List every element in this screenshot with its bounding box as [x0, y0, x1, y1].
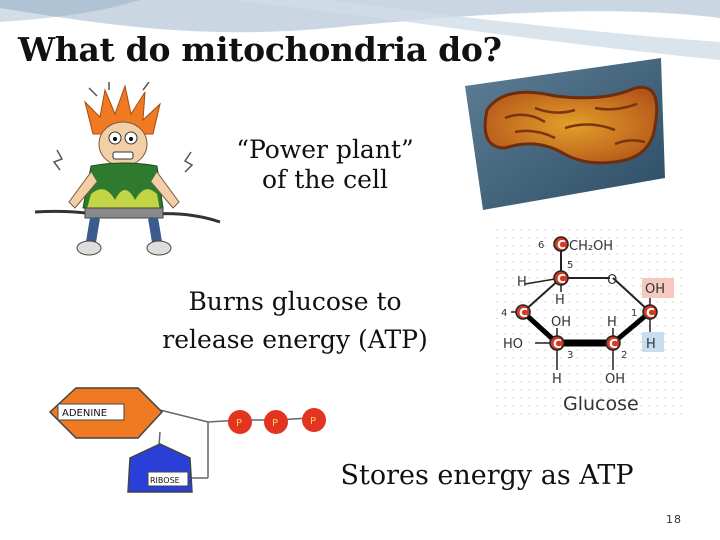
glucose-oh-c1: OH: [645, 282, 665, 297]
power-plant-text: “Power plant” of the cell: [225, 135, 425, 195]
glucose-oh-c2: OH: [605, 372, 625, 387]
glucose-ho-c3: HO: [503, 337, 523, 352]
glucose-c1: C: [646, 306, 655, 320]
adenine-label: ADENINE: [62, 408, 107, 419]
power-plant-line-1: “Power plant”: [236, 135, 414, 164]
phosphate-3: [302, 408, 326, 432]
mitochondrion-micrograph-image: [465, 58, 665, 210]
power-plant-line-2: of the cell: [262, 165, 388, 194]
page-number: 18: [666, 513, 682, 526]
glucose-num-5: 5: [567, 260, 573, 271]
glucose-num-4: 4: [501, 308, 507, 319]
phosphate-3-label: P: [310, 416, 316, 427]
glucose-num-2: 2: [621, 350, 627, 361]
glucose-c4: C: [519, 306, 528, 320]
glucose-c6: C: [557, 238, 566, 252]
electrified-cartoon-image: [25, 82, 225, 272]
slide-title: What do mitochondria do?: [18, 30, 502, 69]
glucose-ring-o: O: [607, 273, 617, 288]
glucose-num-3: 3: [567, 350, 573, 361]
glucose-num-1: 1: [631, 308, 637, 319]
glucose-c5: C: [557, 272, 566, 286]
burns-glucose-line-2: release energy (ATP): [162, 325, 428, 354]
glucose-h-c5-down: H: [555, 293, 565, 308]
glucose-oh-c3: OH: [551, 315, 571, 330]
glucose-ch2oh: CH₂OH: [569, 239, 613, 254]
phosphate-2-label: P: [272, 418, 278, 429]
atp-molecule-diagram: ADENINE RIBOSE P P P: [48, 387, 326, 493]
glucose-h-c3-down: H: [552, 372, 562, 387]
burns-glucose-text: Burns glucose to release energy (ATP): [130, 283, 460, 359]
glucose-num-6: 6: [538, 240, 544, 251]
glucose-structure-diagram: C CH₂OH 6 5 C H H O C 4 C 1 OH H OH H C …: [495, 228, 685, 418]
ribose-label: RIBOSE: [150, 476, 180, 485]
phosphate-2: [264, 410, 288, 434]
glucose-h-c1: H: [646, 337, 656, 352]
phosphate-1: [228, 410, 252, 434]
glucose-h-c5-left: H: [517, 275, 527, 290]
phosphate-1-label: P: [236, 418, 242, 429]
glucose-c3: C: [553, 337, 562, 351]
glucose-caption: Glucose: [563, 393, 639, 415]
background-swoosh: [0, 0, 720, 60]
stores-energy-text: Stores energy as ATP: [340, 460, 634, 491]
glucose-c2: C: [609, 337, 618, 351]
burns-glucose-line-1: Burns glucose to: [188, 287, 402, 316]
glucose-h-c2: H: [607, 315, 617, 330]
